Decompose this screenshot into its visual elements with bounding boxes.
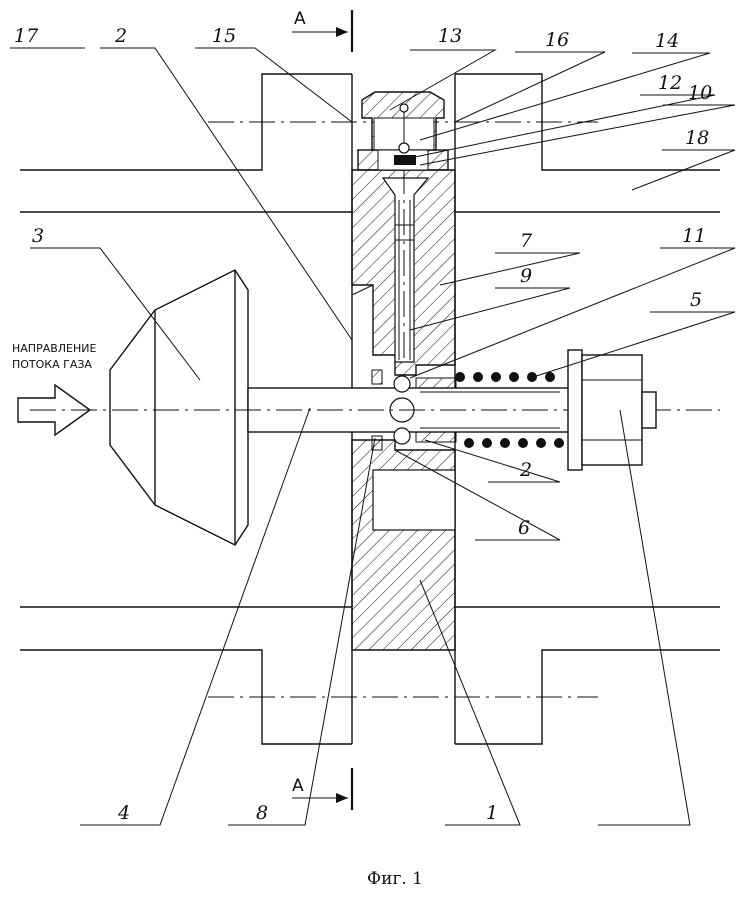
label-1: 1 [486, 802, 498, 824]
top-cap [357, 91, 449, 171]
label-14: 14 [655, 30, 679, 52]
flow-label-line2: ПОТОКА ГАЗА [12, 358, 92, 371]
figure-caption: Фиг. 1 [367, 869, 423, 889]
flow-direction-arrow [17, 383, 92, 437]
label-7: 7 [520, 230, 533, 252]
label-2-mid: 2 [519, 459, 532, 481]
nut-assembly [567, 349, 657, 471]
label-5: 5 [690, 289, 702, 311]
section-mark-top [292, 10, 354, 52]
inner-channel [381, 168, 430, 363]
pipe-left-lower [20, 606, 352, 745]
section-letter-top: А [294, 9, 306, 29]
label-12: 12 [658, 72, 682, 94]
label-15: 15 [212, 25, 236, 47]
section-letter-bottom: А [292, 776, 304, 796]
label-9: 9 [520, 265, 532, 287]
label-13: 13 [438, 25, 462, 47]
label-2-top: 2 [114, 25, 127, 47]
disk-part-3 [109, 269, 249, 546]
label-11: 11 [682, 225, 706, 247]
label-6: 6 [518, 517, 530, 539]
flow-label-line1: НАПРАВЛЕНИЕ [12, 342, 96, 355]
label-8: 8 [256, 802, 268, 824]
leader-lines [10, 47, 736, 826]
label-17: 17 [14, 25, 39, 47]
section-mark-bottom [292, 768, 354, 810]
pipe-right-lower [455, 606, 720, 745]
label-18: 18 [685, 127, 709, 149]
label-3: 3 [32, 225, 44, 247]
label-16: 16 [545, 29, 569, 51]
label-10: 10 [688, 82, 712, 104]
label-4: 4 [117, 802, 130, 824]
